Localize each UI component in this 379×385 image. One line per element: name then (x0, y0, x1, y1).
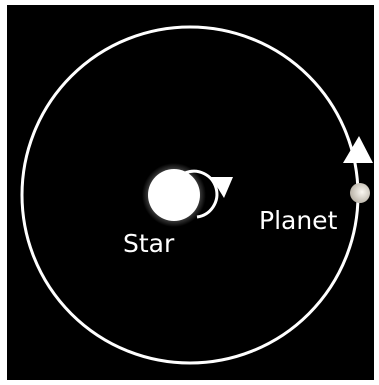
planet-body (350, 183, 370, 203)
star-label: Star (123, 231, 174, 256)
star-wobble-arrow (211, 177, 233, 198)
star-body (148, 169, 200, 221)
orbit-diagram (7, 5, 374, 380)
planet-label: Planet (259, 208, 337, 233)
diagram-canvas: Star Planet (7, 5, 374, 380)
